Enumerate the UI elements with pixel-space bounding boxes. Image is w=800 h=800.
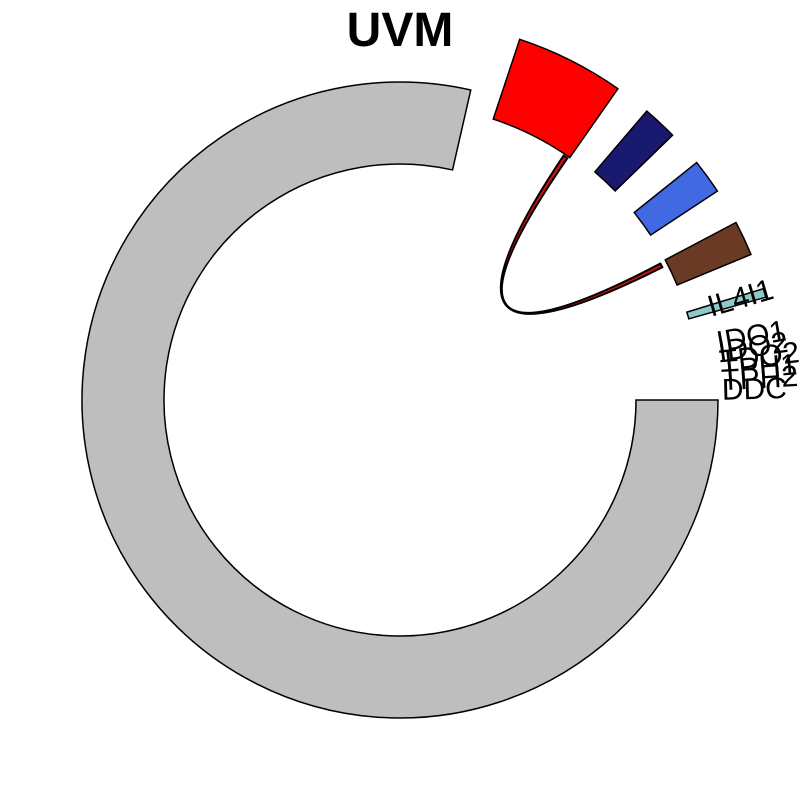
sector-0	[81, 81, 719, 719]
sector-label-10: TPH2	[721, 360, 799, 397]
sector-5	[685, 287, 767, 320]
sector-label-9: TPH1	[719, 348, 798, 387]
sector-label-5: IL4I1	[704, 273, 777, 323]
sector-2	[593, 109, 674, 193]
sector-group	[81, 38, 767, 719]
chart-title: UVM	[347, 4, 454, 57]
chord-link-0	[499, 154, 664, 315]
sector-3	[633, 161, 719, 237]
sector-1	[492, 38, 620, 159]
sector-4	[664, 221, 752, 287]
sector-label-11: DDC	[721, 372, 787, 407]
link-group	[499, 154, 664, 315]
